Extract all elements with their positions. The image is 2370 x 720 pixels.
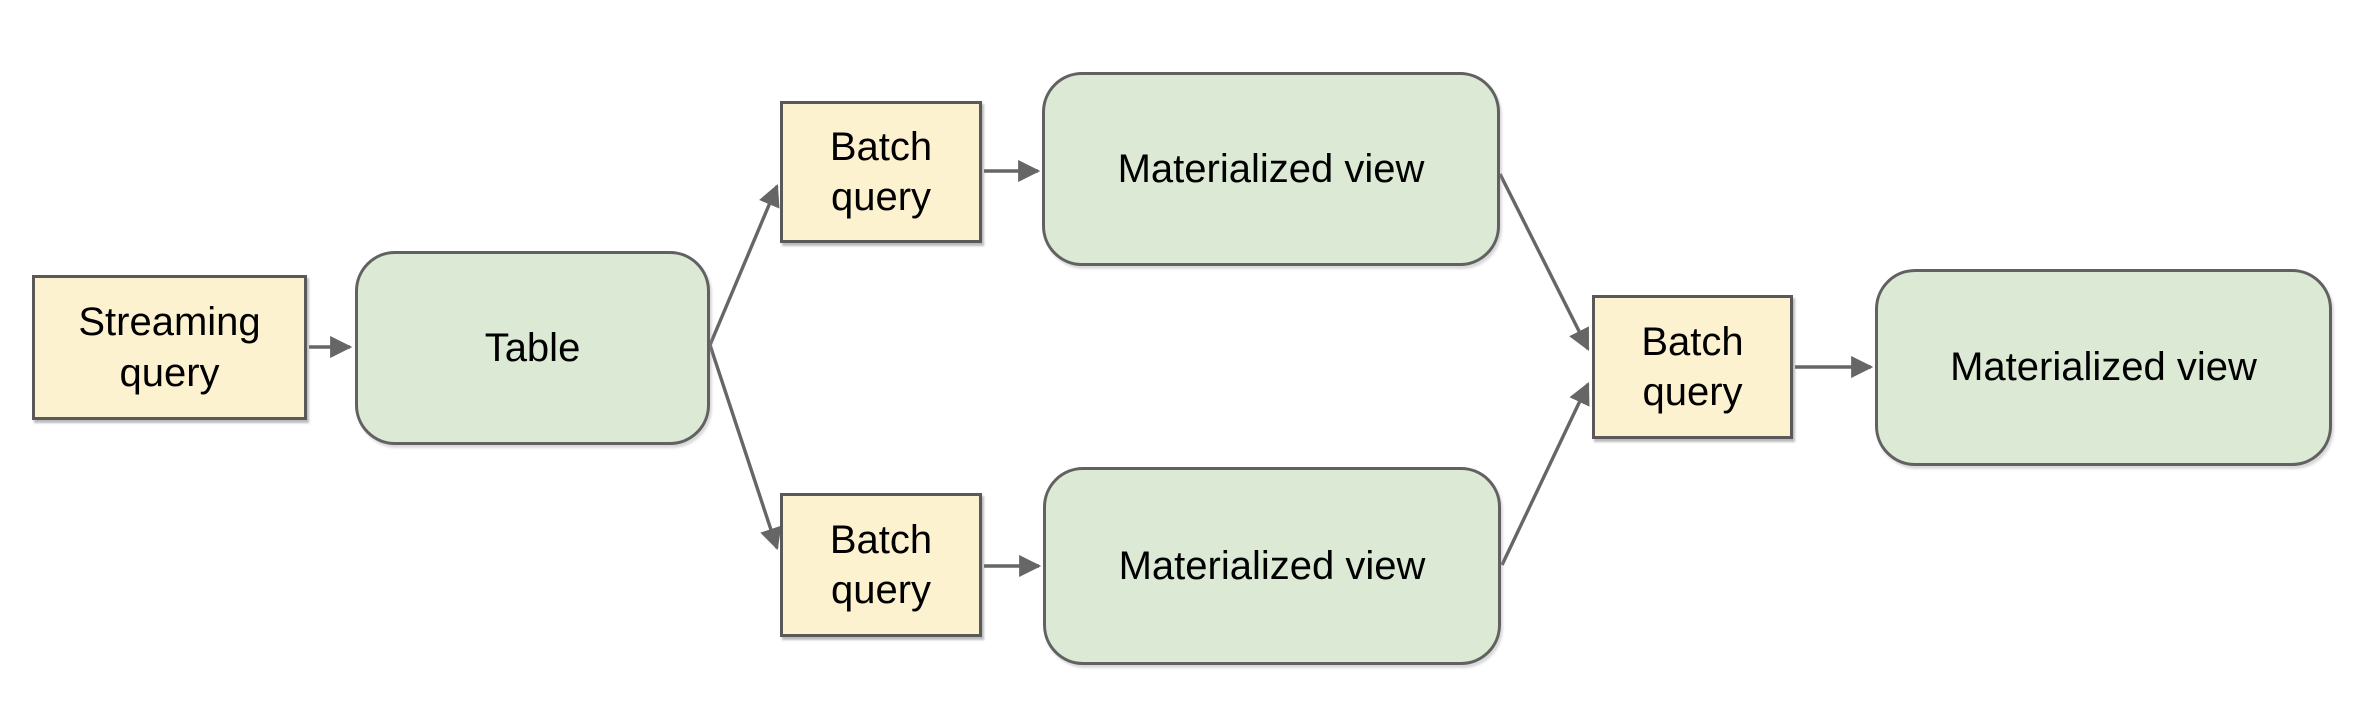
node-label: Materialized view bbox=[1950, 345, 2257, 390]
node-streaming-query: Streaming query bbox=[32, 275, 307, 420]
node-label: Table bbox=[484, 325, 581, 370]
node-label: Batch query bbox=[1641, 319, 1744, 414]
edge-materialized-view-top-to-batch-query-final bbox=[1498, 173, 1590, 351]
node-table: Table bbox=[355, 251, 710, 445]
edge-table-to-batch-query-bottom bbox=[708, 344, 782, 551]
edge-table-to-batch-query-top bbox=[708, 183, 780, 346]
node-batch-query-bottom: Batch query bbox=[780, 493, 982, 637]
edge-materialized-view-bottom-to-batch-query-final bbox=[1500, 382, 1590, 566]
node-materialized-view-top: Materialized view bbox=[1042, 72, 1500, 266]
node-batch-query-final: Batch query bbox=[1592, 295, 1793, 439]
node-materialized-view-bottom: Materialized view bbox=[1043, 467, 1501, 665]
node-label: Batch query bbox=[829, 124, 933, 219]
node-batch-query-top: Batch query bbox=[780, 101, 982, 243]
node-label: Materialized view bbox=[1118, 543, 1426, 588]
node-label: Materialized view bbox=[1117, 146, 1425, 191]
node-label: Batch query bbox=[829, 517, 933, 612]
node-label: Streaming query bbox=[78, 300, 261, 395]
node-materialized-view-final: Materialized view bbox=[1875, 269, 2332, 466]
